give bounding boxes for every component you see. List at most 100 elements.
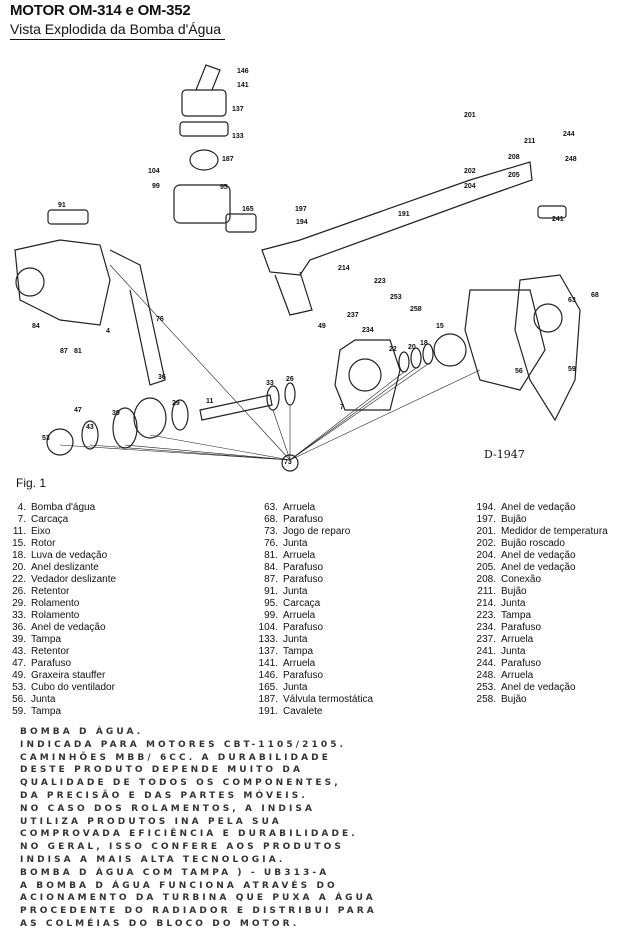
seal-43-shape bbox=[81, 420, 99, 450]
parts-list-item: 95.Carcaça bbox=[252, 598, 373, 610]
part-number: 258. bbox=[476, 694, 496, 705]
part-name: Vedador deslizante bbox=[31, 574, 117, 585]
part-number: 146. bbox=[258, 670, 278, 681]
gasket-214-shape bbox=[274, 271, 313, 316]
description-line: DA PRECISÃO E DAS PARTES MÓVEIS. bbox=[20, 790, 308, 801]
figure-caption: Fig. 1 bbox=[16, 476, 47, 490]
callout: 81 bbox=[74, 348, 82, 355]
part-number: 76. bbox=[264, 538, 278, 549]
cover-39-shape bbox=[112, 407, 138, 449]
callout: 47 bbox=[74, 407, 82, 414]
part-number: 81. bbox=[264, 550, 278, 561]
parts-list-item: 91.Junta bbox=[252, 586, 373, 598]
part-name: Bujão roscado bbox=[501, 538, 565, 549]
part-name: Rolamento bbox=[31, 610, 80, 621]
parts-list-item: 137.Tampa bbox=[252, 646, 373, 658]
callout: 234 bbox=[362, 327, 374, 334]
page-title: MOTOR OM-314 e OM-352 bbox=[10, 2, 191, 19]
gasket-91-shape bbox=[47, 209, 89, 225]
callout: 26 bbox=[286, 376, 294, 383]
callout: 241 bbox=[552, 216, 564, 223]
ring-20-shape bbox=[410, 347, 422, 369]
callout: 204 bbox=[464, 183, 476, 190]
part-number: 33. bbox=[12, 610, 26, 621]
part-name: Cavalete bbox=[283, 706, 323, 717]
parts-list-item: 84.Parafuso bbox=[252, 562, 373, 574]
callout: 253 bbox=[390, 294, 402, 301]
parts-list-item: 39.Tampa bbox=[0, 634, 116, 646]
part-name: Retentor bbox=[31, 646, 70, 657]
title-divider bbox=[10, 39, 225, 40]
part-name: Medidor de temperatura bbox=[501, 526, 608, 537]
part-number: 137. bbox=[258, 646, 278, 657]
part-name: Carcaça bbox=[31, 514, 69, 525]
parts-list-item: 197.Bujão bbox=[470, 514, 608, 526]
parts-list-item: 244.Parafuso bbox=[470, 658, 608, 670]
part-name: Anel de vedação bbox=[501, 502, 576, 513]
parts-list-item: 33. Rolamento bbox=[0, 610, 116, 622]
callout: 76 bbox=[156, 316, 164, 323]
parts-list-item: 36.Anel de vedação bbox=[0, 622, 116, 634]
part-name: Bujão bbox=[501, 514, 527, 525]
part-number: 211. bbox=[477, 586, 496, 597]
parts-list-item: 258. Bujão bbox=[470, 694, 608, 706]
gasket-165-shape bbox=[225, 213, 257, 233]
part-number: 91. bbox=[264, 586, 278, 597]
description-line: AS COLMÉIAS DO BLOCO DO MOTOR. bbox=[20, 918, 300, 929]
callout: 191 bbox=[398, 211, 410, 218]
description-line: NO GERAL, ISSO CONFERE AOS PRODUTOS bbox=[20, 842, 344, 853]
parts-list-item: 7. Carcaça bbox=[0, 514, 116, 526]
callout: 7 bbox=[340, 404, 344, 411]
callout: 205 bbox=[508, 172, 520, 179]
part-name: Anel de vedação bbox=[31, 622, 106, 633]
part-name: Arruela bbox=[501, 670, 534, 681]
parts-list-item: 68.Parafuso bbox=[252, 514, 373, 526]
callout: 165 bbox=[242, 206, 254, 213]
product-description: BOMBA D ÁGUA.INDICADA PARA MOTORES CBT-1… bbox=[20, 726, 377, 931]
part-name: Bomba d'água bbox=[31, 502, 96, 513]
part-number: 20. bbox=[12, 562, 26, 573]
description-line: COMPROVADA EFICIÊNCIA E DURABILIDADE. bbox=[20, 829, 358, 840]
pump-hub-shape bbox=[15, 267, 45, 297]
pump-4-shape bbox=[14, 239, 111, 326]
parts-list-item: 205.Anel de vedação bbox=[470, 562, 608, 574]
part-number: 99. bbox=[264, 610, 278, 621]
parts-list-item: 81.Arruela bbox=[252, 550, 373, 562]
outlet-shape bbox=[195, 64, 221, 91]
callout: 20 bbox=[408, 344, 416, 351]
part-name: Arruela bbox=[283, 610, 316, 621]
part-number: 223. bbox=[476, 610, 496, 621]
part-number: 18. bbox=[12, 550, 26, 561]
part-number: 204. bbox=[476, 550, 496, 561]
callout: 39 bbox=[112, 410, 120, 417]
callout: 244 bbox=[563, 131, 575, 138]
part-number: 248. bbox=[476, 670, 496, 681]
part-number: 208. bbox=[476, 574, 496, 585]
kit-73-circle bbox=[281, 454, 299, 472]
parts-list-item: 141.Arruela bbox=[252, 658, 373, 670]
part-name: Válvula termostática bbox=[283, 694, 374, 705]
callout: 73 bbox=[284, 459, 292, 466]
callout: 258 bbox=[410, 306, 422, 313]
parts-list-item: 18. Luva de vedação bbox=[0, 550, 116, 562]
parts-list-item: 29.Rolamento bbox=[0, 598, 116, 610]
description-line: BOMBA D ÁGUA. bbox=[20, 727, 144, 737]
part-name: Conexão bbox=[501, 574, 542, 585]
part-name: Junta bbox=[31, 694, 56, 705]
parts-list-item: 202.Bujão roscado bbox=[470, 538, 608, 550]
cover-137-shape bbox=[181, 89, 227, 117]
callout: 22 bbox=[389, 346, 397, 353]
part-name: Anel de vedação bbox=[501, 682, 576, 693]
callout: 141 bbox=[237, 82, 249, 89]
part-name: Junta bbox=[501, 598, 526, 609]
callout: 211 bbox=[524, 138, 536, 145]
part-name: Luva de vedação bbox=[31, 550, 108, 561]
part-name: Arruela bbox=[283, 658, 316, 669]
sleeve-18-shape bbox=[422, 343, 434, 365]
part-name: Bujão bbox=[501, 694, 527, 705]
parts-list-item: 104.Parafuso bbox=[252, 622, 373, 634]
part-name: Parafuso bbox=[501, 622, 542, 633]
part-number: 7. bbox=[17, 514, 26, 525]
part-number: 59. bbox=[12, 706, 26, 717]
